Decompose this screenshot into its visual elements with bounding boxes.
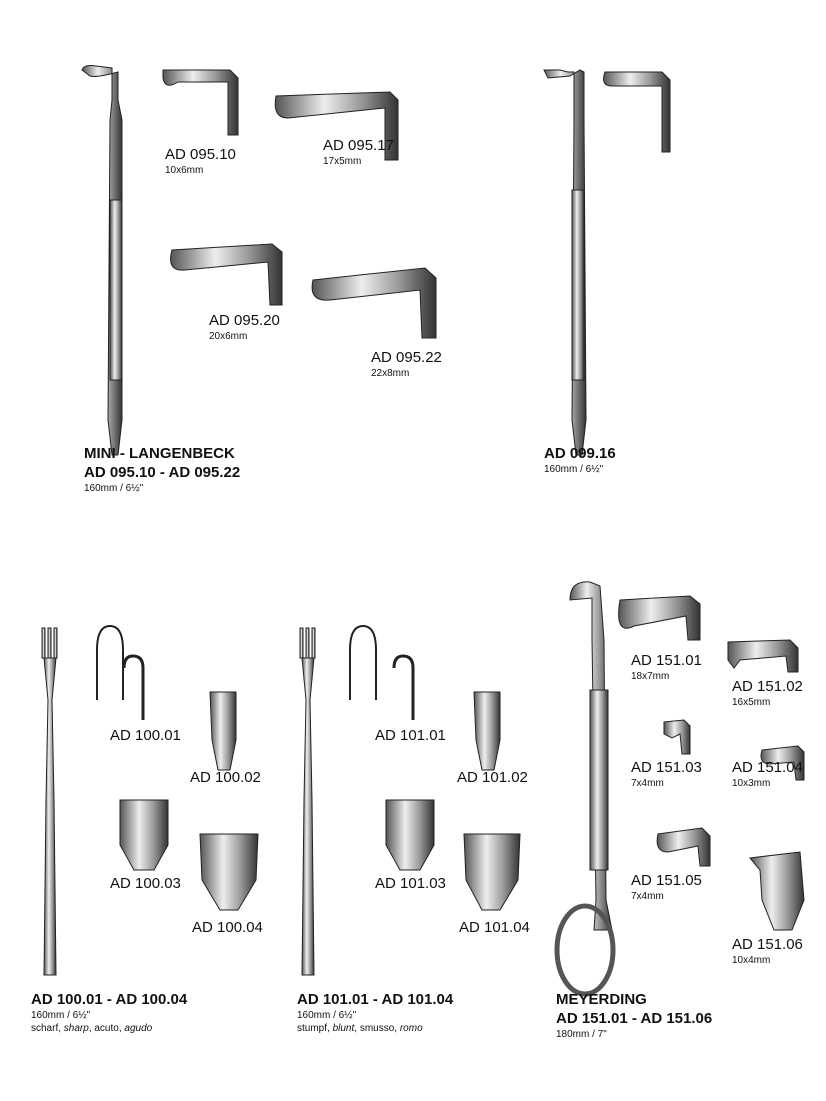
item-size: 10x4mm [732, 955, 771, 966]
blade-095-10 [162, 69, 239, 136]
item-code: AD 101.03 [375, 875, 446, 892]
retractor-101 [299, 624, 521, 976]
item-code: AD 100.01 [110, 727, 181, 744]
retractor-100 [41, 624, 259, 976]
item-code: AD 095.22 [371, 349, 442, 366]
group-name: MINI - LANGENBECK [84, 445, 235, 462]
desc-part: blunt [332, 1023, 355, 1034]
mini-langenbeck-retractor [81, 65, 123, 456]
item-code: AD 151.03 [631, 759, 702, 776]
group-caption: MEYERDING AD 151.01 - AD 151.06 180mm / … [556, 990, 712, 1041]
item-size: 10x6mm [165, 165, 204, 176]
item-code: AD 151.05 [631, 872, 702, 889]
blade-095-20 [170, 243, 283, 306]
group-caption: AD 101.01 - AD 101.04 160mm / 6½" stumpf… [297, 990, 453, 1035]
item-code: AD 095.20 [209, 312, 280, 329]
item-code: AD 151.04 [732, 759, 803, 776]
group-caption: MINI - LANGENBECK AD 095.10 - AD 095.22 … [84, 444, 240, 495]
item-size: 10x3mm [732, 778, 771, 789]
group-length: 160mm / 6½" [31, 1010, 91, 1021]
item-size: 7x4mm [631, 778, 664, 789]
desc-part: , smusso, [354, 1023, 400, 1034]
group-name: MEYERDING [556, 991, 647, 1008]
desc-part: scharf, [31, 1023, 64, 1034]
group-length: 160mm / 6½" [544, 464, 604, 475]
group-description: scharf, sharp, acuto, agudo [31, 1022, 187, 1035]
item-size: 18x7mm [631, 671, 670, 682]
desc-part: agudo [124, 1023, 153, 1034]
group-length: 160mm / 6½" [84, 483, 144, 494]
group-length: 180mm / 7" [556, 1029, 607, 1040]
item-size: 22x8mm [371, 368, 410, 379]
item-size: 7x4mm [631, 891, 664, 902]
item-code: AD 100.02 [190, 769, 261, 786]
item-code: AD 101.02 [457, 769, 528, 786]
blade-095-17 [274, 91, 399, 161]
item-code: AD 101.04 [459, 919, 530, 936]
group-caption: AD 099.16 160mm / 6½" [544, 444, 616, 476]
group-range: AD 095.10 - AD 095.22 [84, 464, 241, 481]
blade-095-22 [311, 267, 437, 339]
item-size: 20x6mm [209, 331, 248, 342]
group-caption: AD 100.01 - AD 100.04 160mm / 6½" scharf… [31, 990, 187, 1035]
group-length: 160mm / 6½" [297, 1010, 357, 1021]
item-code: AD 095.17 [323, 137, 394, 154]
group-range: AD 100.01 - AD 100.04 [31, 991, 188, 1008]
group-range: AD 151.01 - AD 151.06 [556, 1010, 713, 1027]
item-code: AD 151.01 [631, 652, 702, 669]
group-range: AD 101.01 - AD 101.04 [297, 991, 454, 1008]
desc-part: , acuto, [88, 1023, 125, 1034]
item-size: 17x5mm [323, 156, 362, 167]
meyerding-retractor [554, 581, 805, 997]
item-code: AD 100.03 [110, 875, 181, 892]
item-code: AD 151.02 [732, 678, 803, 695]
item-code: AD 100.04 [192, 919, 263, 936]
item-code: AD 151.06 [732, 936, 803, 953]
item-size: 16x5mm [732, 697, 771, 708]
item-code: AD 095.10 [165, 146, 236, 163]
desc-part: romo [399, 1023, 423, 1034]
group-range: AD 099.16 [544, 445, 616, 462]
item-code: AD 101.01 [375, 727, 446, 744]
retractor-099-16 [543, 69, 671, 456]
desc-part: stumpf, [297, 1023, 333, 1034]
desc-part: sharp [63, 1023, 89, 1034]
group-description: stumpf, blunt, smusso, romo [297, 1022, 453, 1035]
